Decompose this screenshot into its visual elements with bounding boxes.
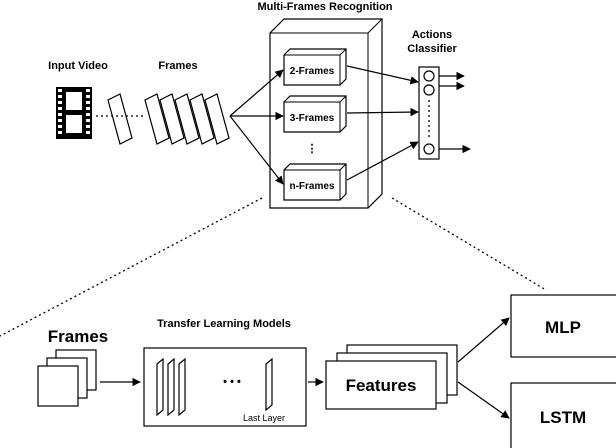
features-to-lstm-arrow bbox=[457, 381, 510, 419]
transfer-learning-model: • • • Last Layer bbox=[143, 347, 307, 427]
transfer-learning-title: Transfer Learning Models bbox=[157, 318, 291, 330]
module-n-frames-label: n-Frames bbox=[289, 181, 334, 192]
lstm-box: LSTM bbox=[510, 382, 616, 448]
features-to-mlp-arrow bbox=[457, 317, 510, 363]
zoom-guide-right bbox=[391, 197, 547, 291]
zoom-guide-left bbox=[0, 197, 263, 337]
model-dots: • • • bbox=[223, 376, 241, 388]
module-2-frames: 2-Frames bbox=[283, 48, 347, 86]
lstm-label: LSTM bbox=[540, 408, 586, 427]
frames-label-top: Frames bbox=[158, 60, 197, 72]
single-frame bbox=[107, 93, 133, 145]
module-to-classifier-arrows bbox=[346, 65, 419, 181]
module-3-frames-label: 3-Frames bbox=[290, 113, 335, 124]
classifier-label-line2: Classifier bbox=[407, 43, 457, 55]
multi-frames-title: Multi-Frames Recognition bbox=[257, 1, 392, 13]
frames-label-bottom: Frames bbox=[48, 327, 108, 346]
last-layer-label: Last Layer bbox=[243, 413, 285, 423]
mlp-label: MLP bbox=[545, 318, 581, 337]
classifier-label-line1: Actions bbox=[412, 29, 452, 41]
film-strip-icon bbox=[56, 87, 92, 139]
module-2-frames-label: 2-Frames bbox=[290, 66, 335, 77]
frame-stack-top bbox=[144, 93, 230, 145]
module-ellipsis: ⋮ bbox=[307, 143, 318, 155]
module-n-frames: n-Frames bbox=[283, 163, 347, 201]
input-video-label: Input Video bbox=[48, 60, 108, 72]
frame-stack-bottom bbox=[37, 349, 97, 407]
mlp-box: MLP bbox=[510, 294, 616, 358]
module-3-frames: 3-Frames bbox=[283, 95, 347, 133]
features-label: Features bbox=[346, 376, 417, 395]
output-arrows bbox=[439, 71, 471, 154]
fan-out-arrows bbox=[229, 69, 284, 185]
last-layer-shape bbox=[265, 357, 273, 412]
features-stack: Features bbox=[325, 344, 458, 410]
actions-classifier bbox=[418, 66, 440, 160]
